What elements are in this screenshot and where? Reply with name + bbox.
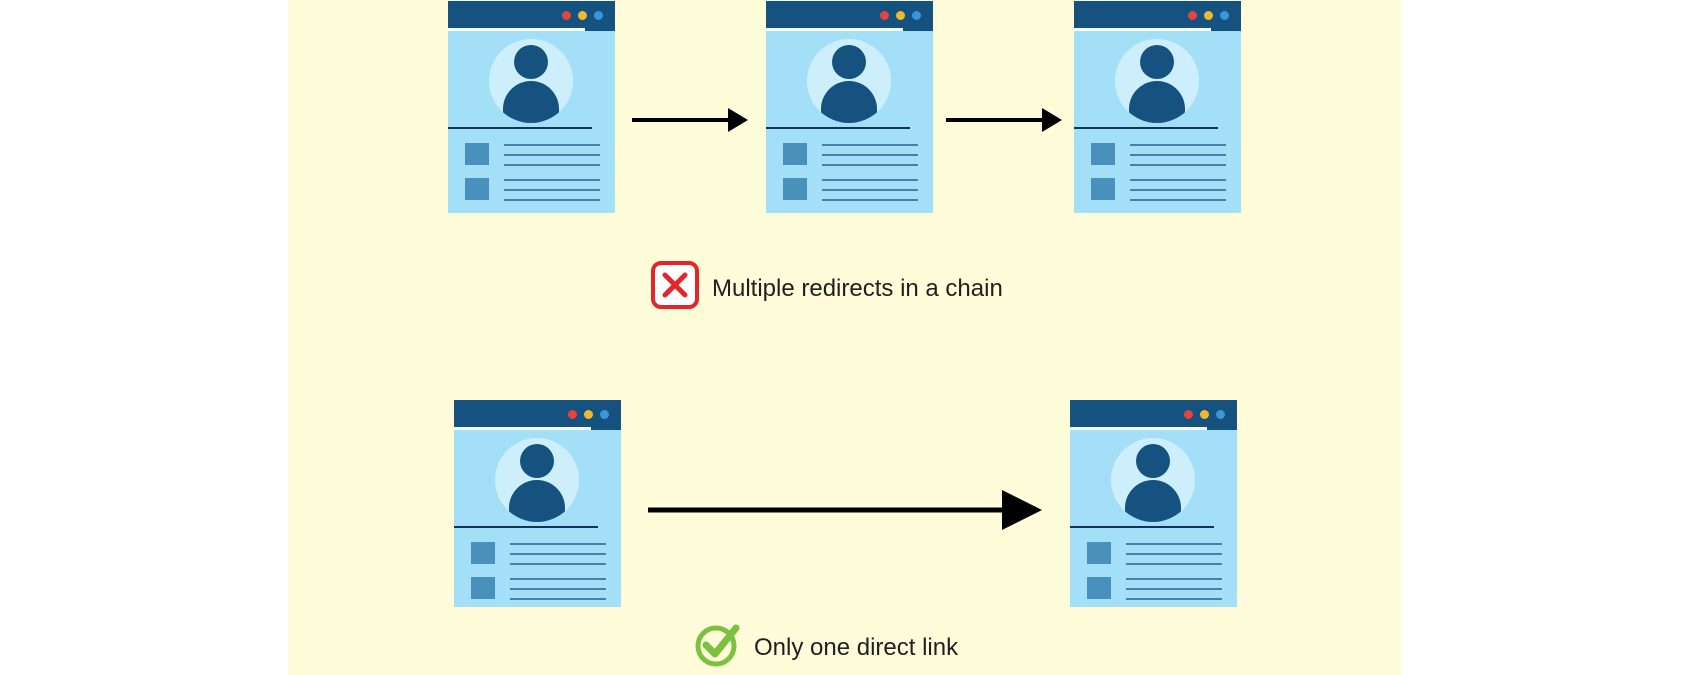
chain-caption-text: Multiple redirects in a chain [712,274,1003,302]
direct-caption: Only one direct link [694,620,958,675]
user-avatar-icon [489,39,573,123]
user-avatar-icon [495,438,579,522]
user-avatar-icon [807,39,891,123]
checkmark-icon [694,620,742,675]
page-icon [454,400,621,607]
user-avatar-icon [1115,39,1199,123]
chain-caption: Multiple redirects in a chain [650,260,1003,317]
arrow-right-icon [632,108,748,132]
page-icon [1070,400,1237,607]
page-icon [448,1,615,213]
user-avatar-icon [1111,438,1195,522]
x-mark-icon [650,260,700,317]
arrow-right-icon [946,108,1062,132]
page-icon [766,1,933,213]
arrow-right-icon [648,490,1042,530]
direct-caption-text: Only one direct link [754,633,959,661]
page-icon [1074,1,1241,213]
